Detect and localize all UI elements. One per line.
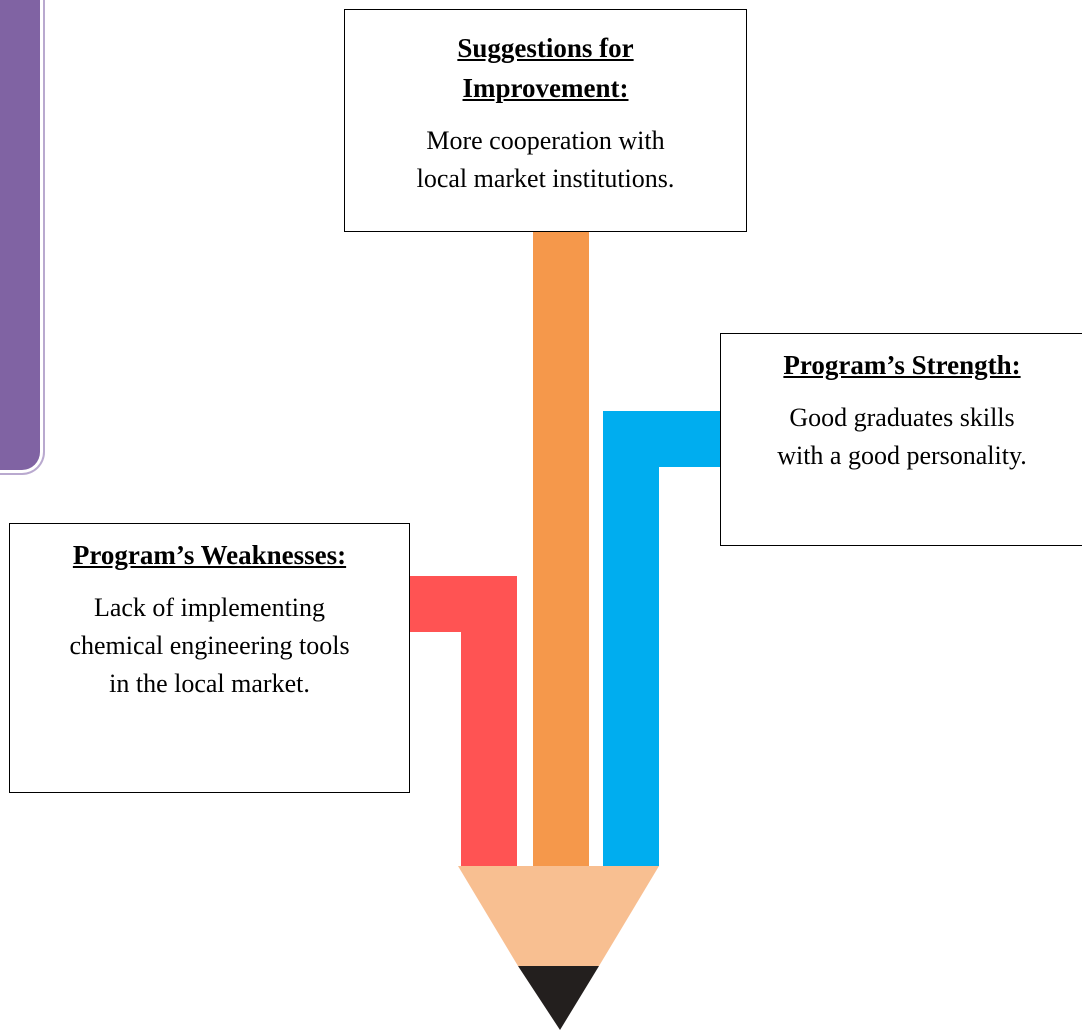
weaknesses-title: Program’s Weaknesses:	[72, 540, 347, 570]
suggestions-title-line2: Improvement:	[462, 73, 629, 103]
strength-box: Program’s Strength: Good graduates skill…	[720, 333, 1082, 546]
pencil-lead-tip	[518, 966, 599, 1030]
weaknesses-body-line1: Lack of implementing	[93, 593, 326, 622]
strength-title: Program’s Strength:	[783, 350, 1021, 380]
blue-stripe	[603, 411, 720, 866]
suggestions-title: Suggestions for Improvement:	[345, 28, 746, 108]
strength-body-line1: Good graduates skills	[789, 403, 1015, 432]
suggestions-body-line1: More cooperation with	[426, 126, 665, 155]
suggestions-body: More cooperation with local market insti…	[345, 122, 746, 198]
orange-stripe	[533, 228, 589, 866]
weaknesses-box: Program’s Weaknesses: Lack of implementi…	[9, 523, 410, 793]
weaknesses-body: Lack of implementing chemical engineerin…	[10, 589, 409, 703]
red-stripe	[408, 576, 517, 866]
weaknesses-body-line3: in the local market.	[109, 669, 310, 698]
suggestions-title-line1: Suggestions for	[457, 33, 634, 63]
strength-body-line2: with a good personality.	[777, 441, 1027, 470]
suggestions-body-line2: local market institutions.	[416, 164, 675, 193]
strength-body: Good graduates skills with a good person…	[721, 399, 1082, 475]
weaknesses-body-line2: chemical engineering tools	[69, 631, 350, 660]
pencil-wood-tip	[458, 866, 659, 966]
suggestions-box: Suggestions for Improvement: More cooper…	[344, 9, 747, 232]
decorative-side-panel	[0, 0, 40, 470]
